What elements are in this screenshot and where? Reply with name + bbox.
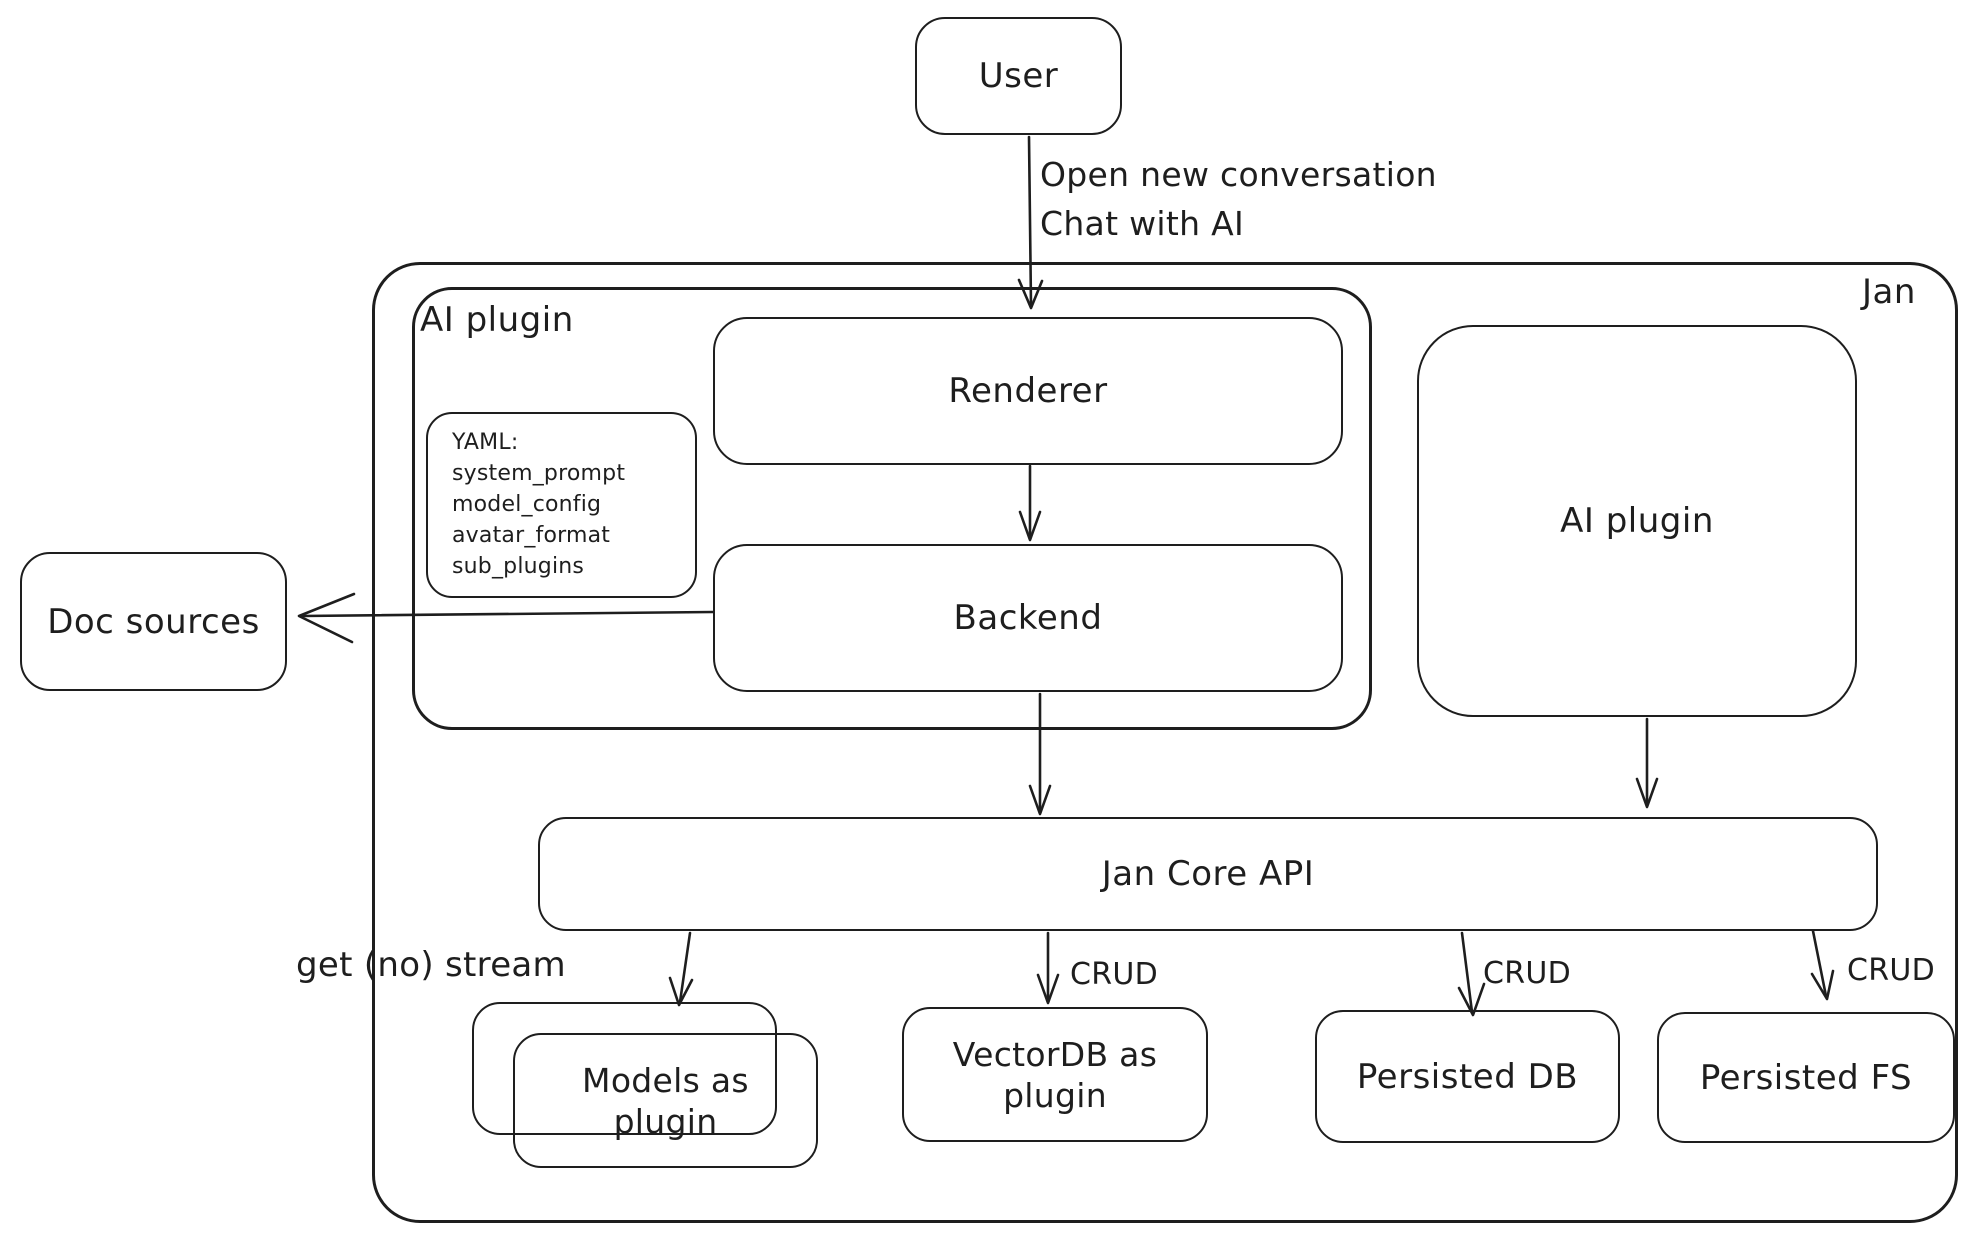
node-ai-plugin-right: AI plugin — [1417, 325, 1857, 717]
node-doc-sources-label: Doc sources — [47, 601, 260, 642]
node-models-plugin: Models as plugin — [513, 1033, 818, 1168]
node-renderer: Renderer — [713, 317, 1343, 465]
yaml-line: YAML: — [452, 430, 519, 455]
edge-label-line2: Chat with AI — [1040, 204, 1245, 243]
node-ai-plugin-right-label: AI plugin — [1560, 501, 1714, 541]
node-backend-label: Backend — [953, 598, 1103, 638]
edge-label-crud-vectordb: CRUD — [1070, 957, 1159, 992]
node-jan-core-api: Jan Core API — [538, 817, 1878, 931]
node-renderer-label: Renderer — [948, 371, 1108, 411]
edge-label-crud-persisted-db: CRUD — [1483, 956, 1572, 991]
container-ai-plugin-label: AI plugin — [420, 300, 574, 340]
edge-label-crud-persisted-fs: CRUD — [1847, 953, 1936, 988]
node-persisted-fs-label: Persisted FS — [1699, 1057, 1913, 1098]
node-user-label: User — [978, 56, 1059, 96]
container-jan — [372, 262, 1958, 1223]
node-persisted-db-label: Persisted DB — [1356, 1056, 1579, 1097]
node-backend: Backend — [713, 544, 1343, 692]
edge-label-user-to-renderer: Open new conversation Chat with AI — [1040, 150, 1437, 248]
yaml-line: sub_plugins — [452, 554, 585, 579]
node-models-plugin-line1: Models as — [582, 1060, 749, 1100]
node-jan-core-api-label: Jan Core API — [1101, 854, 1315, 894]
container-jan-label: Jan — [1862, 272, 1916, 312]
edge-label-get-no-stream: get (no) stream — [296, 945, 566, 985]
yaml-line: system_prompt — [452, 461, 626, 486]
edge-label-line1: Open new conversation — [1040, 155, 1437, 194]
node-persisted-fs: Persisted FS — [1657, 1012, 1955, 1143]
node-vectordb-plugin: VectorDB as plugin — [902, 1007, 1208, 1142]
node-models-plugin-line2: plugin — [613, 1101, 718, 1141]
node-user: User — [915, 17, 1122, 135]
container-ai-plugin — [412, 287, 1372, 730]
node-persisted-db: Persisted DB — [1315, 1010, 1620, 1143]
yaml-line: avatar_format — [452, 523, 611, 548]
node-vectordb-plugin-line2: plugin — [1003, 1075, 1107, 1115]
node-doc-sources: Doc sources — [20, 552, 287, 691]
yaml-line: model_config — [452, 492, 602, 517]
node-yaml-note: YAML: system_prompt model_config avatar_… — [426, 412, 697, 598]
node-vectordb-plugin-line1: VectorDB as — [952, 1034, 1158, 1074]
node-models-plugin-back — [472, 1002, 777, 1135]
